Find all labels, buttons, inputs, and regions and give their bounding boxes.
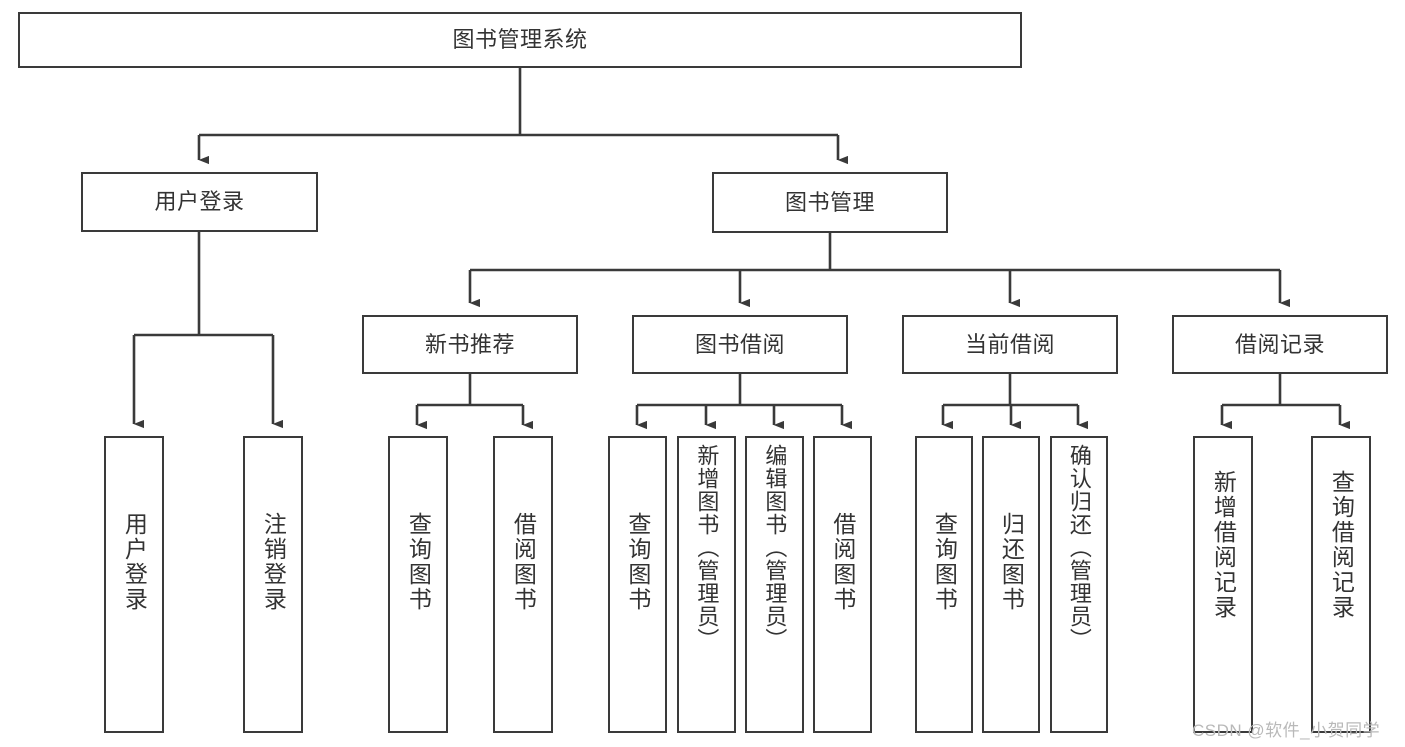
leaf-current-borrow-confirm-return-label: 确认归还（管理员） (1066, 444, 1092, 651)
leaf-new-book-query-book[interactable]: 查询图书 (388, 436, 448, 733)
leaf-borrow-record-add-record[interactable]: 新增借阅记录 (1193, 436, 1253, 733)
leaf-book-borrow-edit-book-label: 编辑图书（管理员） (762, 444, 788, 651)
leaf-book-borrow-add-book[interactable]: 新增图书（管理员） (677, 436, 736, 733)
node-book-borrow-label: 图书借阅 (694, 331, 785, 357)
leaf-user-login-login-label: 用户登录 (121, 512, 148, 612)
leaf-user-login-logout[interactable]: 注销登录 (243, 436, 303, 733)
leaf-current-borrow-query-book-label: 查询图书 (931, 512, 958, 612)
node-root-label: 图书管理系统 (452, 27, 588, 53)
leaf-current-borrow-confirm-return[interactable]: 确认归还（管理员） (1050, 436, 1108, 733)
leaf-book-borrow-add-book-label: 新增图书（管理员） (694, 444, 720, 651)
leaf-current-borrow-return-book[interactable]: 归还图书 (982, 436, 1040, 733)
leaf-new-book-borrow-book-label: 借阅图书 (510, 512, 537, 612)
node-root[interactable]: 图书管理系统 (18, 12, 1022, 68)
leaf-book-borrow-edit-book[interactable]: 编辑图书（管理员） (745, 436, 804, 733)
leaf-book-borrow-query-book-label: 查询图书 (624, 512, 651, 612)
node-user-login-label: 用户登录 (154, 189, 245, 215)
node-book-borrow[interactable]: 图书借阅 (632, 315, 848, 374)
leaf-book-borrow-query-book[interactable]: 查询图书 (608, 436, 667, 733)
node-current-borrow[interactable]: 当前借阅 (902, 315, 1118, 374)
leaf-borrow-record-query-record-label: 查询借阅记录 (1328, 470, 1355, 620)
node-borrow-record[interactable]: 借阅记录 (1172, 315, 1388, 374)
node-new-book-recommend[interactable]: 新书推荐 (362, 315, 578, 374)
leaf-book-borrow-borrow-book-label: 借阅图书 (829, 512, 856, 612)
node-book-management-label: 图书管理 (784, 189, 875, 215)
node-current-borrow-label: 当前借阅 (964, 331, 1055, 357)
node-book-management[interactable]: 图书管理 (712, 172, 948, 233)
node-borrow-record-label: 借阅记录 (1234, 331, 1325, 357)
leaf-borrow-record-add-record-label: 新增借阅记录 (1210, 470, 1237, 620)
leaf-user-login-login[interactable]: 用户登录 (104, 436, 164, 733)
leaf-new-book-query-book-label: 查询图书 (405, 512, 432, 612)
node-new-book-recommend-label: 新书推荐 (424, 331, 515, 357)
node-user-login[interactable]: 用户登录 (81, 172, 318, 232)
leaf-current-borrow-query-book[interactable]: 查询图书 (915, 436, 973, 733)
leaf-current-borrow-return-book-label: 归还图书 (998, 512, 1025, 612)
leaf-book-borrow-borrow-book[interactable]: 借阅图书 (813, 436, 872, 733)
leaf-new-book-borrow-book[interactable]: 借阅图书 (493, 436, 553, 733)
leaf-borrow-record-query-record[interactable]: 查询借阅记录 (1311, 436, 1371, 733)
leaf-user-login-logout-label: 注销登录 (260, 512, 287, 612)
